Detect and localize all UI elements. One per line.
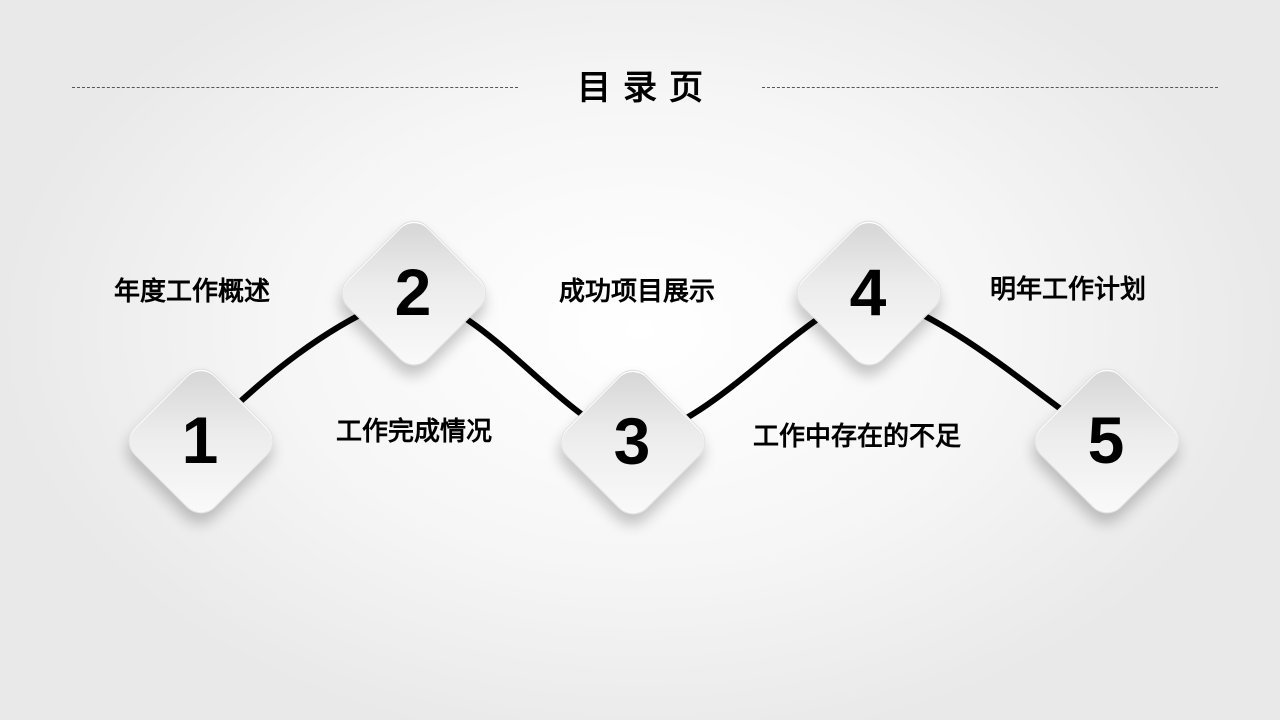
item-number: 1 [181, 403, 219, 477]
item-4-label[interactable]: 工作中存在的不足 [752, 422, 961, 452]
item-2-label[interactable]: 工作完成情况 [335, 417, 492, 447]
item-number: 4 [849, 255, 887, 329]
item-3-label[interactable]: 成功项目展示 [558, 277, 715, 307]
title-divider-left [72, 87, 518, 88]
item-5-label[interactable]: 明年工作计划 [989, 275, 1146, 305]
item-number: 3 [613, 404, 651, 478]
title-divider-right [762, 87, 1218, 88]
item-number: 5 [1087, 403, 1125, 477]
page-title: 目录页 [577, 68, 715, 108]
item-2-diamond[interactable]: 2 [333, 212, 495, 374]
item-number: 2 [394, 255, 432, 329]
item-1-diamond[interactable]: 1 [120, 360, 282, 522]
item-3-diamond[interactable]: 3 [552, 361, 714, 523]
item-1-label[interactable]: 年度工作概述 [113, 277, 270, 307]
item-4-diamond[interactable]: 4 [788, 212, 950, 374]
item-5-diamond[interactable]: 5 [1026, 360, 1188, 522]
